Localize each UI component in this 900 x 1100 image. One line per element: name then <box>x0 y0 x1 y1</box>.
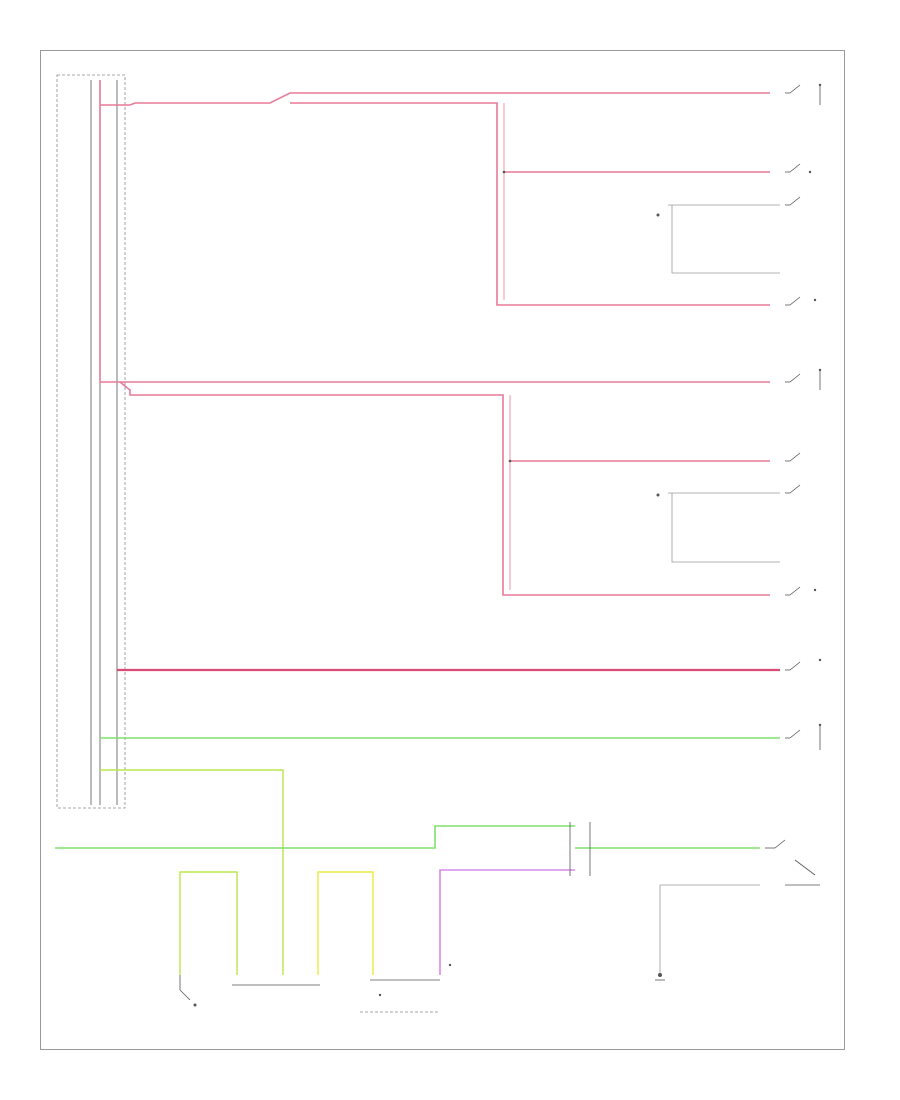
switch-icon <box>785 484 801 494</box>
switch-icon <box>785 368 822 390</box>
splice-middle <box>508 459 512 463</box>
switch-icon <box>785 163 812 174</box>
ground-icon <box>656 213 660 217</box>
splice-upper <box>502 170 506 174</box>
wire-bottom-loop-right <box>317 871 374 975</box>
wire-green-yellow <box>100 769 284 975</box>
switch-icon <box>765 839 820 886</box>
switch-icon <box>785 452 801 462</box>
wire-violet <box>439 869 575 975</box>
switch-icon <box>785 296 817 306</box>
connector-icon <box>448 963 452 967</box>
switch-icon <box>785 196 801 206</box>
wire-middle-feed-a <box>99 80 770 383</box>
switch-icon <box>179 975 197 1007</box>
wire-gray-lock-l2 <box>671 493 780 563</box>
wire-upper-feed-b <box>290 102 770 306</box>
wire-bottom-loop-left <box>179 871 238 975</box>
switch-icon <box>785 723 822 750</box>
switch-icon <box>785 586 817 596</box>
diagram-frame <box>40 50 845 1050</box>
ground-icon <box>656 493 660 497</box>
wire-green-bottom <box>55 825 575 849</box>
connector-icon <box>378 993 382 997</box>
ground-icon <box>655 973 665 981</box>
left-module-box <box>56 74 126 809</box>
wire-gray-lock-r2 <box>671 205 780 274</box>
wire-middle-feed-b <box>119 381 770 596</box>
switch-icon <box>785 83 822 105</box>
wire-upper-feed-a <box>100 92 770 106</box>
switch-icon <box>785 658 822 671</box>
